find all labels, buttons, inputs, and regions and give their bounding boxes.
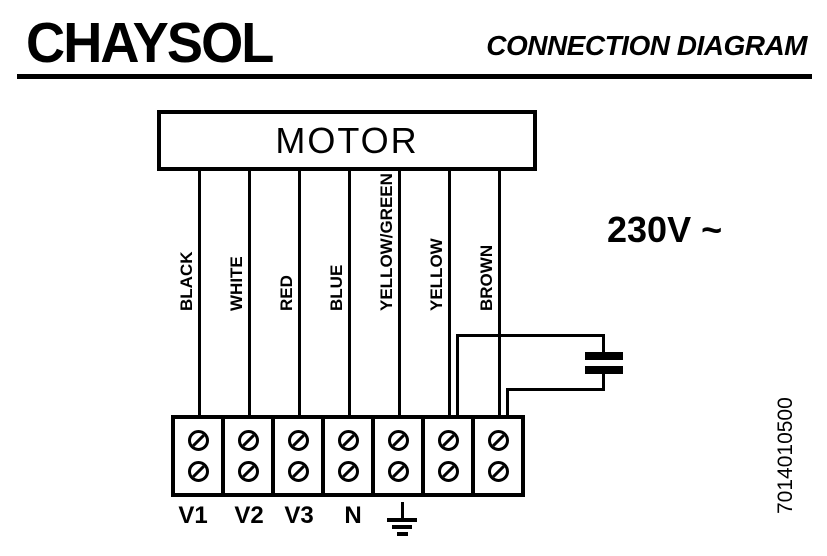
wire-brown: [498, 170, 501, 419]
motor-label: MOTOR: [275, 119, 419, 161]
terminal-label-v3: V3: [284, 502, 314, 529]
capacitor-lead-bottom-horizontal: [506, 388, 605, 391]
screw-terminal-icon: [237, 429, 259, 451]
screw-terminal-icon: [287, 461, 309, 483]
wire-label-black: BLACK: [177, 251, 196, 312]
wire-blue: [348, 170, 351, 419]
wire-white: [248, 170, 251, 419]
screw-terminal-icon: [337, 461, 359, 483]
screw-terminal-icon: [187, 429, 209, 451]
terminal-brown: [475, 419, 521, 493]
page-title: CONNECTION DIAGRAM: [486, 30, 807, 61]
screw-terminal-icon: [337, 429, 359, 451]
capacitor-lead-left-vertical: [456, 334, 459, 419]
screw-terminal-icon: [487, 461, 509, 483]
wire-yellow-green: [398, 170, 401, 419]
terminal-ground: [375, 419, 425, 493]
wire-label-yellow: YELLOW: [427, 238, 446, 311]
screw-terminal-icon: [437, 429, 459, 451]
capacitor-lead-upper-vertical: [602, 334, 605, 354]
wire-label-red: RED: [277, 275, 296, 311]
wire-black: [198, 170, 201, 419]
terminal-v3: [275, 419, 325, 493]
terminal-v2: [225, 419, 275, 493]
wire-label-yellow-green: YELLOW/GREEN: [377, 173, 396, 311]
screw-terminal-icon: [287, 429, 309, 451]
capacitor-lead-lower-vertical: [602, 374, 605, 391]
capacitor-lead-top-horizontal: [456, 334, 605, 337]
voltage-rating-label: 230V ~: [607, 209, 723, 250]
capacitor-plate-top-icon: [585, 352, 623, 360]
part-number: 7014010500: [774, 397, 797, 514]
capacitor-plate-bottom-icon: [585, 366, 623, 374]
wire-label-blue: BLUE: [327, 264, 346, 311]
terminal-v1: [175, 419, 225, 493]
screw-terminal-icon: [187, 461, 209, 483]
terminal-block: [171, 415, 525, 497]
wire-yellow: [448, 170, 451, 419]
wire-label-brown: BROWN: [477, 244, 496, 311]
screw-terminal-icon: [437, 461, 459, 483]
terminal-label-n: N: [344, 502, 362, 529]
terminal-yellow: [425, 419, 475, 493]
screw-terminal-icon: [237, 461, 259, 483]
screw-terminal-icon: [387, 429, 409, 451]
capacitor-lead-right-vertical: [506, 388, 509, 419]
header-divider: [17, 74, 812, 79]
wire-label-white: WHITE: [227, 256, 246, 311]
wire-red: [298, 170, 301, 419]
terminal-label-v2: V2: [234, 502, 264, 529]
brand-logo-text: CHAYSOL: [26, 11, 274, 75]
terminal-label-v1: V1: [178, 502, 208, 529]
screw-terminal-icon: [387, 461, 409, 483]
motor-box: MOTOR: [157, 110, 537, 171]
terminal-n: [325, 419, 375, 493]
screw-terminal-icon: [487, 429, 509, 451]
